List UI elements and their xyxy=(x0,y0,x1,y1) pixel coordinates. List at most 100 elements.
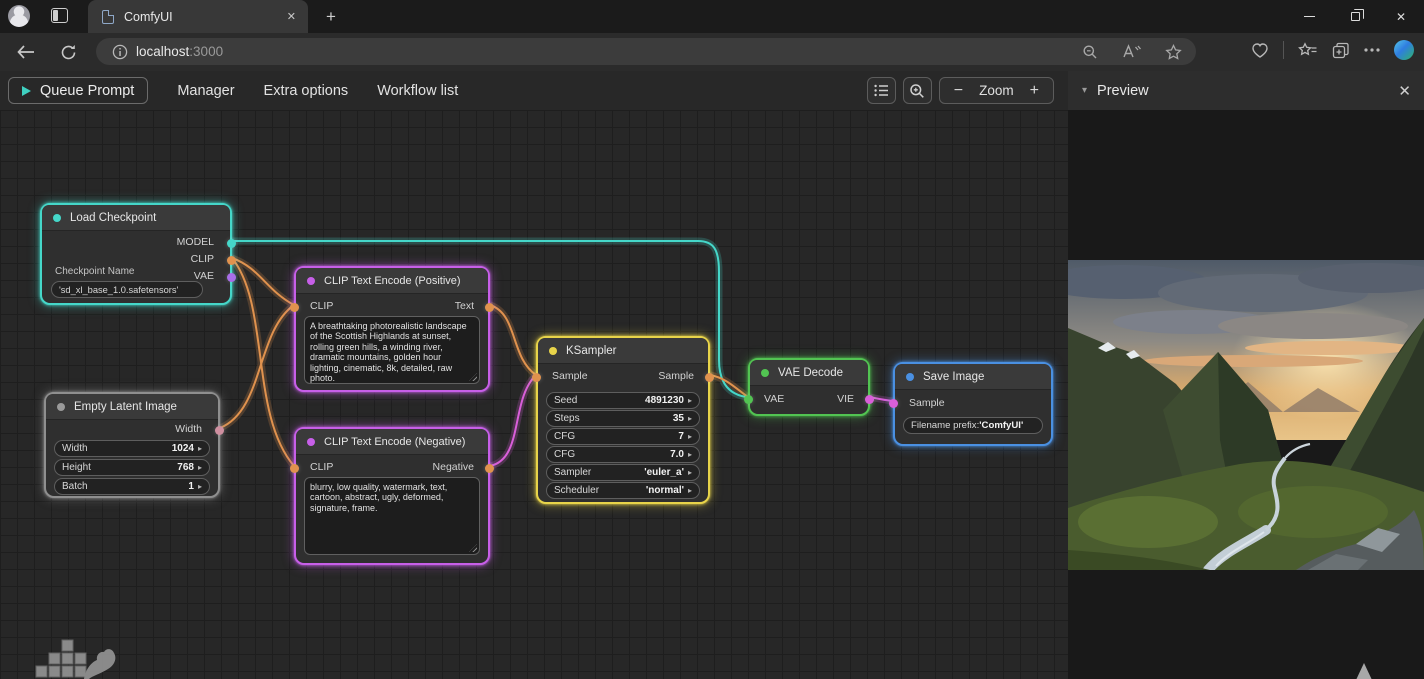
output-label-sample: Sample xyxy=(658,370,694,382)
filename-prefix-value: 'ComfyUI' xyxy=(979,420,1024,431)
widget-value: 1024 xyxy=(171,443,194,454)
tab-title: ComfyUI xyxy=(124,9,173,24)
checkpoint-name-widget[interactable]: 'sd_xl_base_1.0.safetensors' xyxy=(51,281,203,298)
output-label-model: MODEL xyxy=(176,236,214,248)
site-info-icon[interactable] xyxy=(112,44,128,60)
settings-more-icon[interactable] xyxy=(1364,48,1380,52)
tab-close-icon[interactable]: ✕ xyxy=(286,11,296,23)
height-widget[interactable]: Height 768 ▸ xyxy=(54,459,210,476)
zoom-out-button[interactable]: − xyxy=(953,81,964,99)
zoom-label: Zoom xyxy=(979,83,1014,98)
port-model-output[interactable] xyxy=(227,239,236,248)
checkpoint-name-label: Checkpoint Name xyxy=(55,266,135,277)
workspaces-icon[interactable] xyxy=(51,8,68,23)
caret-right-icon[interactable]: ▸ xyxy=(687,468,692,477)
port-vae-input[interactable] xyxy=(744,395,753,404)
collections-icon[interactable] xyxy=(1332,42,1350,59)
node-save-image[interactable]: Save Image Sample Filename prefix: 'Comf… xyxy=(889,362,1053,446)
wire-negative-to-ksampler xyxy=(489,374,537,467)
port-text-output[interactable] xyxy=(485,303,494,312)
port-clip-input[interactable] xyxy=(290,464,299,473)
url-host: localhost xyxy=(136,44,190,59)
browser-tab[interactable]: ComfyUI ✕ xyxy=(88,0,308,33)
node-empty-latent-image[interactable]: Empty Latent Image Width Width 1024 ▸ He… xyxy=(44,392,224,498)
preview-collapse-icon[interactable]: ▾ xyxy=(1082,85,1088,96)
read-aloud-icon[interactable] xyxy=(1122,44,1141,59)
restore-button[interactable] xyxy=(1332,0,1378,33)
node-title: CLIP Text Encode (Positive) xyxy=(324,274,461,287)
generated-image[interactable] xyxy=(1068,260,1424,570)
caret-right-icon[interactable]: ▸ xyxy=(197,444,202,453)
node-title: VAE Decode xyxy=(778,366,843,379)
wire-clip-positive xyxy=(231,257,295,306)
node-ksampler[interactable]: KSampler Sample Sample Seed 4891230 ▸ St… xyxy=(532,336,714,504)
caret-right-icon[interactable]: ▸ xyxy=(197,482,202,491)
minimize-button[interactable] xyxy=(1286,0,1332,33)
preview-close-icon[interactable]: ✕ xyxy=(1398,82,1411,100)
scheduler-widget[interactable]: Scheduler 'normal' ▸ xyxy=(546,482,700,499)
port-sample-input[interactable] xyxy=(532,373,541,382)
node-title: CLIP Text Encode (Negative) xyxy=(324,435,466,448)
new-tab-button[interactable]: + xyxy=(326,7,336,26)
node-load-checkpoint[interactable]: Load Checkpoint MODEL CLIP VAE Checkpoin… xyxy=(40,203,236,305)
back-button[interactable] xyxy=(14,40,38,64)
steps-widget[interactable]: Steps 35 ▸ xyxy=(546,410,700,427)
browser-essentials-icon[interactable] xyxy=(1251,42,1269,59)
node-accent-dot xyxy=(549,346,557,355)
widget-value: 7 xyxy=(678,431,684,442)
favorite-star-icon[interactable] xyxy=(1165,43,1182,60)
play-icon xyxy=(22,85,31,96)
address-bar[interactable]: localhost:3000 xyxy=(96,38,1196,65)
node-graph-canvas[interactable]: Load Checkpoint MODEL CLIP VAE Checkpoin… xyxy=(0,110,1068,679)
menu-extra-options[interactable]: Extra options xyxy=(263,82,349,99)
port-clip-output[interactable] xyxy=(227,256,236,265)
sampler-widget[interactable]: Sampler 'euler_a' ▸ xyxy=(546,464,700,481)
comfyui-toolbar: Queue Prompt Manager Extra options Workf… xyxy=(0,71,1068,110)
cfg2-widget[interactable]: CFG 7.0 ▸ xyxy=(546,446,700,463)
widget-value: 1 xyxy=(188,481,194,492)
port-latent-output[interactable] xyxy=(215,426,224,435)
close-button[interactable]: ✕ xyxy=(1395,9,1407,24)
widget-label: Steps xyxy=(554,413,580,424)
caret-right-icon[interactable]: ▸ xyxy=(687,486,692,495)
node-clip-text-encode-positive[interactable]: CLIP Text Encode (Positive) CLIP Text A … xyxy=(290,266,494,392)
caret-right-icon[interactable]: ▸ xyxy=(687,432,692,441)
seed-widget[interactable]: Seed 4891230 ▸ xyxy=(546,392,700,409)
menu-workflow-list[interactable]: Workflow list xyxy=(377,82,459,99)
port-clip-input[interactable] xyxy=(290,303,299,312)
search-icon[interactable] xyxy=(1082,44,1098,60)
positive-prompt-textarea[interactable]: A breathtaking photorealistic landscape … xyxy=(304,316,480,384)
port-vae-output[interactable] xyxy=(227,273,236,282)
caret-right-icon[interactable]: ▸ xyxy=(687,414,692,423)
copilot-icon[interactable] xyxy=(1394,40,1414,60)
caret-right-icon[interactable]: ▸ xyxy=(687,396,692,405)
zoom-in-button[interactable]: + xyxy=(1029,81,1039,99)
output-label-latent: Width xyxy=(175,423,202,435)
refresh-button[interactable] xyxy=(56,40,80,64)
profile-avatar[interactable] xyxy=(8,5,30,27)
favorites-bar-icon[interactable] xyxy=(1298,42,1318,58)
port-sample-output[interactable] xyxy=(705,373,714,382)
minimize-icon xyxy=(1303,16,1315,17)
zoom-search-button[interactable] xyxy=(902,77,932,104)
preview-panel-header: ▾ Preview ✕ xyxy=(1068,71,1424,110)
node-accent-dot xyxy=(906,372,914,381)
port-negative-output[interactable] xyxy=(485,464,494,473)
caret-right-icon[interactable]: ▸ xyxy=(687,450,692,459)
port-image-output[interactable] xyxy=(865,395,874,404)
negative-prompt-textarea[interactable]: blurry, low quality, watermark, text, ca… xyxy=(304,477,480,555)
widget-label: CFG xyxy=(554,449,576,460)
node-clip-text-encode-negative[interactable]: CLIP Text Encode (Negative) CLIP Negativ… xyxy=(290,427,494,565)
port-sample-input[interactable] xyxy=(889,399,898,408)
widget-label: Batch xyxy=(62,481,88,492)
menu-manager[interactable]: Manager xyxy=(177,82,235,99)
width-widget[interactable]: Width 1024 ▸ xyxy=(54,440,210,457)
filename-prefix-widget[interactable]: Filename prefix: 'ComfyUI' xyxy=(903,417,1043,434)
batch-widget[interactable]: Batch 1 ▸ xyxy=(54,478,210,495)
node-vae-decode[interactable]: VAE Decode VAE VIE xyxy=(744,358,874,416)
caret-right-icon[interactable]: ▸ xyxy=(197,463,202,472)
browser-navbar: localhost:3000 xyxy=(0,33,1424,71)
node-list-button[interactable] xyxy=(866,77,896,104)
cfg-widget[interactable]: CFG 7 ▸ xyxy=(546,428,700,445)
queue-prompt-button[interactable]: Queue Prompt xyxy=(8,77,149,104)
